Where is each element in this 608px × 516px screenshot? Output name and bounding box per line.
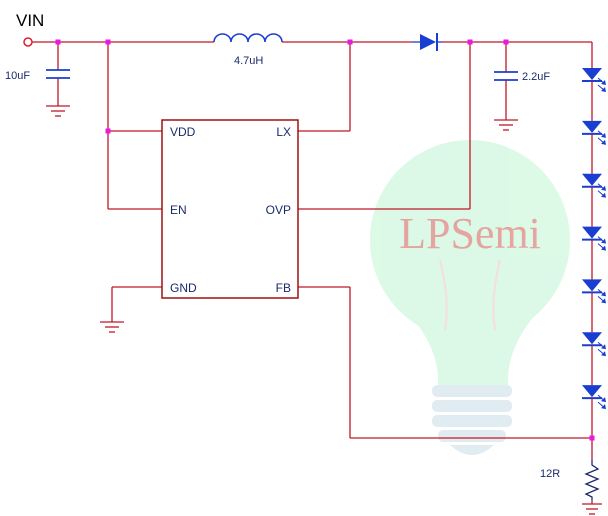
output-capacitor-label: 2.2uF bbox=[522, 71, 550, 83]
inductor bbox=[213, 33, 283, 43]
junction-dot bbox=[105, 39, 111, 45]
junction-dot bbox=[55, 39, 61, 45]
led bbox=[582, 120, 606, 174]
junction-dot bbox=[467, 39, 473, 45]
input-capacitor-label: 10uF bbox=[5, 70, 30, 82]
led bbox=[582, 385, 606, 438]
inductor-label: 4.7uH bbox=[234, 55, 263, 67]
ground-symbol-output-cap bbox=[494, 119, 518, 131]
junction-dot bbox=[347, 39, 353, 45]
vin-label: VIN bbox=[16, 11, 44, 30]
junction-dot bbox=[503, 39, 509, 45]
led bbox=[582, 332, 606, 386]
led-string bbox=[582, 68, 606, 438]
schottky-diode bbox=[412, 33, 442, 51]
input-capacitor bbox=[46, 69, 70, 79]
ground-symbol-input-cap bbox=[46, 105, 70, 117]
pin-lx: LX bbox=[276, 125, 291, 139]
ground-symbol-ic bbox=[100, 321, 124, 333]
junction-dot bbox=[105, 128, 111, 134]
pin-ovp: OVP bbox=[266, 203, 291, 217]
led bbox=[582, 226, 606, 280]
led bbox=[582, 279, 606, 333]
wires bbox=[32, 41, 593, 504]
pin-en: EN bbox=[170, 203, 187, 217]
pin-gnd: GND bbox=[170, 281, 197, 295]
watermark-text: LPSemi bbox=[399, 209, 541, 258]
led bbox=[582, 173, 606, 227]
watermark-bulb bbox=[370, 140, 570, 455]
sense-resistor-label: 12R bbox=[540, 468, 560, 480]
driver-ic-body bbox=[161, 119, 299, 299]
pin-vdd: VDD bbox=[170, 125, 196, 139]
pin-fb: FB bbox=[276, 281, 291, 295]
output-capacitor bbox=[494, 71, 518, 81]
vin-terminal bbox=[23, 37, 33, 47]
sense-resistor bbox=[584, 460, 600, 500]
junction-dot bbox=[589, 435, 595, 441]
ground-symbol-resistor bbox=[582, 503, 602, 515]
led bbox=[582, 68, 606, 121]
junction-dots bbox=[55, 39, 595, 441]
